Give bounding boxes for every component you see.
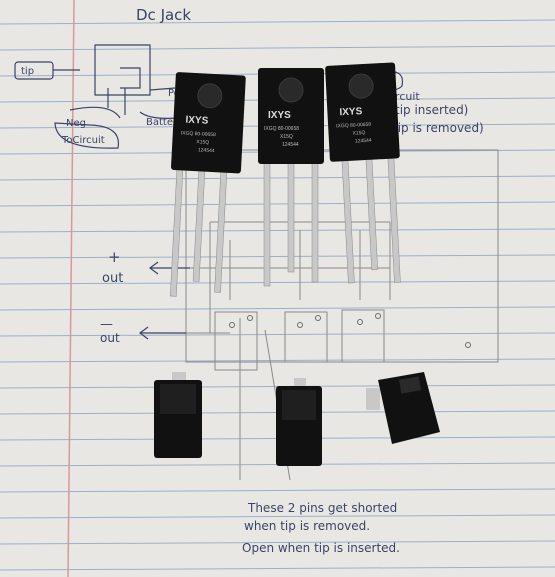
svg-text:IXYS: IXYS [268, 110, 291, 121]
tip-label: tip [21, 66, 34, 77]
dc-jack-1 [154, 372, 202, 458]
plus-out-label: out [102, 271, 123, 286]
margin-line [67, 0, 75, 577]
svg-text:IXYS: IXYS [185, 115, 209, 127]
svg-text:X15Q: X15Q [352, 130, 365, 137]
note-right-2: tip inserted) [395, 103, 468, 117]
note-line-2: when tip is removed. [244, 519, 370, 533]
svg-text:IXYS: IXYS [339, 106, 363, 118]
svg-text:124544: 124544 [282, 142, 299, 148]
note-right-3: tip is removed) [393, 121, 484, 135]
svg-text:X15Q: X15Q [196, 139, 209, 146]
transistor-2: IXYS IXGQ 80-00658 X15Q 124544 [258, 68, 324, 287]
plus-sign: + [108, 248, 121, 266]
note-line-3: Open when tip is inserted. [242, 541, 400, 555]
minus-output [139, 326, 186, 340]
pos-label: Po [168, 88, 180, 99]
to-circuit-label: ToCircuit [61, 135, 105, 146]
svg-text:IXGQ 80-00658: IXGQ 80-00658 [336, 122, 372, 130]
note-right-1: ircuit [392, 90, 420, 103]
battery-label: Batter [146, 117, 178, 128]
svg-text:124544: 124544 [198, 147, 215, 154]
neg-label: Neg [66, 118, 86, 129]
dc-jack-3 [366, 372, 440, 444]
svg-text:IXGQ 80-00658: IXGQ 80-00658 [181, 130, 217, 138]
note-line-1: These 2 pins get shorted [247, 501, 397, 515]
minus-sign: — [100, 317, 113, 332]
pin-dots [229, 313, 471, 348]
plus-output [149, 261, 190, 275]
dc-jack-2 [276, 378, 322, 466]
jack-sketch [14, 44, 179, 149]
transistor-3: IXYS IXGQ 80-00658 X15Q 124544 [325, 62, 401, 284]
svg-text:124544: 124544 [355, 138, 372, 145]
svg-text:IXGQ 80-00658: IXGQ 80-00658 [264, 126, 299, 132]
page-title: Dc Jack [136, 6, 191, 24]
svg-text:X15Q: X15Q [280, 134, 293, 140]
transistor-1: IXYS IXGQ 80-00658 X15Q 124544 [170, 72, 246, 297]
minus-out-label: out [100, 331, 120, 345]
